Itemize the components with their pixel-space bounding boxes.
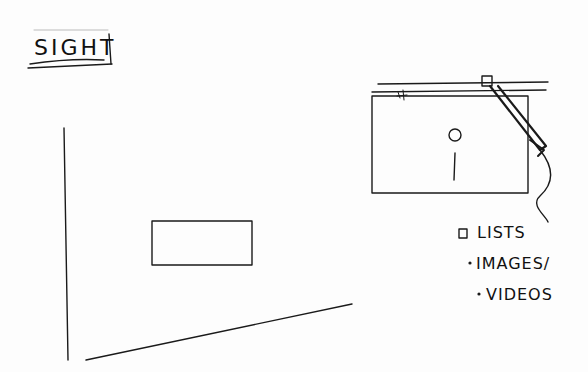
title-frame	[34, 30, 108, 31]
projector-arm	[490, 86, 546, 150]
wall-line	[64, 128, 68, 360]
scribble	[397, 90, 407, 100]
title: SIGHT	[34, 36, 116, 60]
bullet	[477, 292, 480, 295]
person-body	[454, 153, 455, 180]
title-underline	[28, 64, 112, 68]
screen-box	[152, 221, 252, 265]
projector-mount	[482, 76, 492, 86]
callout-curve	[537, 150, 551, 222]
room-box	[372, 96, 528, 193]
note-label: VIDEOS	[486, 286, 553, 304]
note-label: IMAGES/	[476, 255, 550, 273]
checkbox	[459, 229, 467, 238]
person-head	[449, 129, 461, 141]
bullet	[468, 261, 471, 264]
note-label: LISTS	[477, 224, 526, 242]
floor-line	[86, 304, 352, 360]
title-underline	[30, 60, 104, 65]
ceiling-line	[378, 82, 548, 84]
